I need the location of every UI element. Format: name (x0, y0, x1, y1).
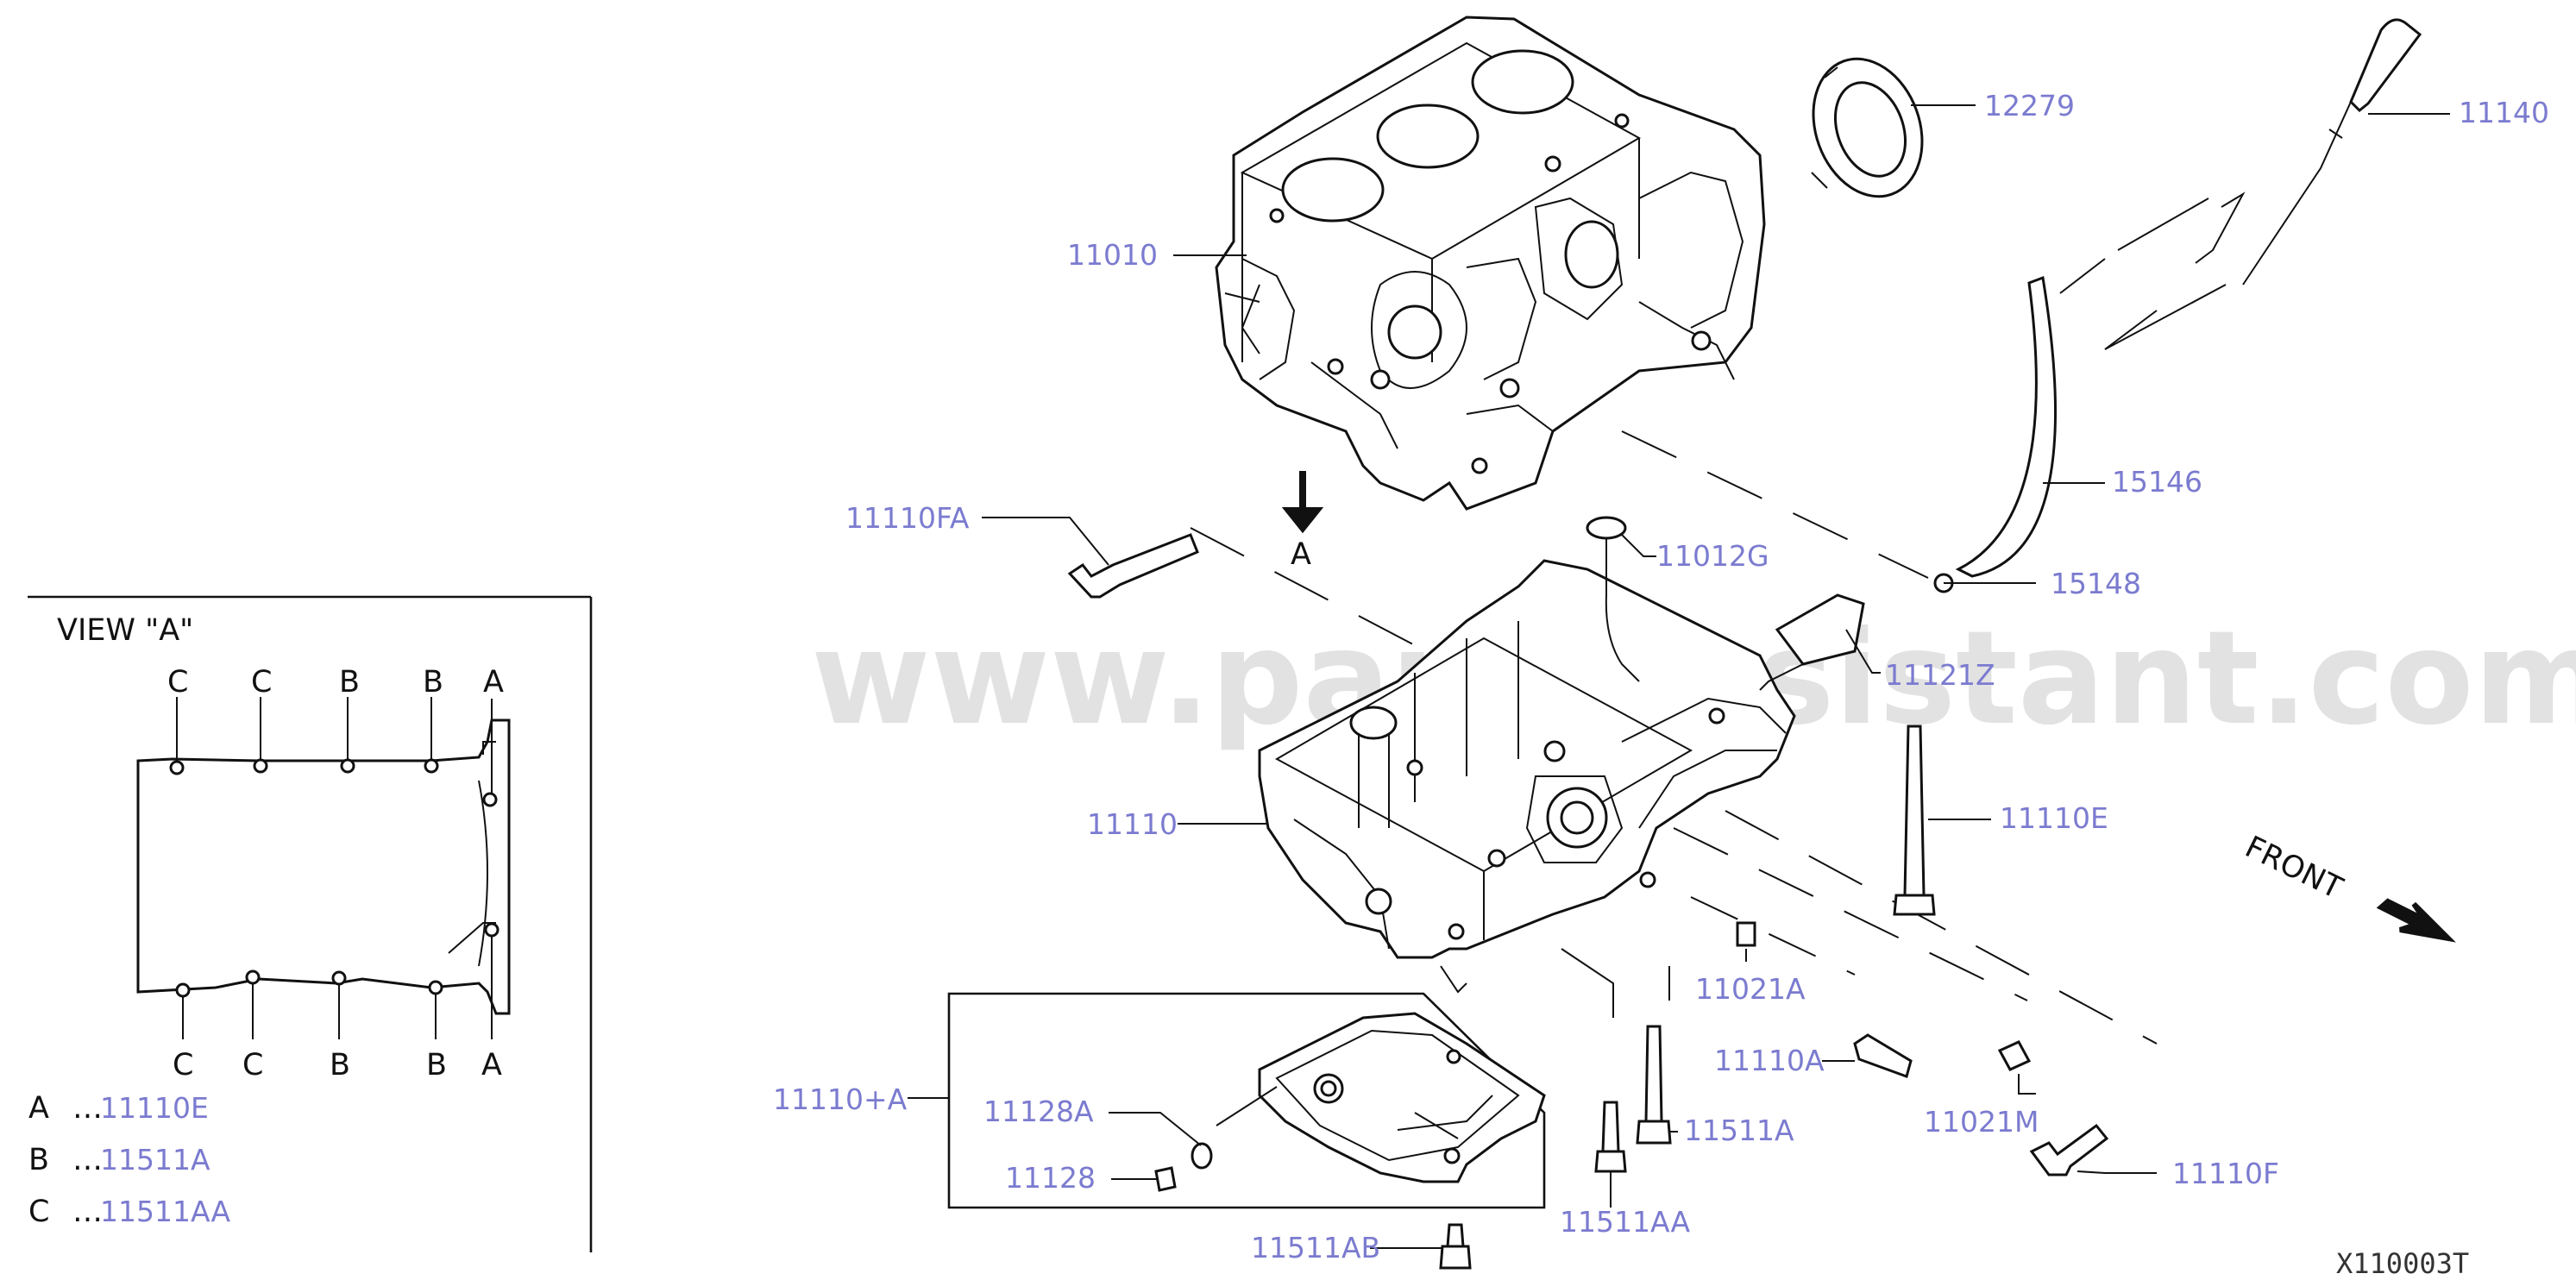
bolt-hole (245, 969, 261, 985)
bottom-leaders (182, 936, 493, 1039)
front-indicator: FRONT (2240, 830, 2456, 943)
callout-11110-plus-a: 11110+A (773, 1082, 908, 1116)
bolt-hole (331, 970, 347, 986)
oil-pan-kit-box (947, 992, 1546, 1209)
assembly-guide-lines (1190, 430, 2158, 1045)
leader-lines (908, 104, 2450, 1249)
legend-part-b: 11511A (100, 1143, 210, 1176)
front-label: FRONT (2240, 830, 2348, 907)
bolt-illustrations (1067, 533, 2109, 1270)
underside-inner-right (478, 780, 488, 967)
legend-key-a: A (28, 1091, 49, 1126)
callout-11511aa: 11511AA (1560, 1205, 1690, 1239)
callout-11012g: 11012G (1656, 539, 1769, 573)
view-title: VIEW "A" (57, 613, 193, 648)
top-letter-3: B (339, 665, 360, 700)
top-letter-5: A (483, 665, 504, 700)
top-letter-2: C (251, 665, 272, 700)
bolt-hole (169, 760, 185, 775)
front-arrow-icon (2376, 898, 2456, 943)
view-arrow-letter: A (1291, 537, 1311, 572)
callout-15146: 15146 (2112, 465, 2202, 499)
legend-sep-b: … (72, 1143, 103, 1177)
legend-key-c: C (28, 1195, 49, 1229)
callout-11021a: 11021A (1695, 972, 1806, 1006)
callout-11128a: 11128A (983, 1095, 1094, 1128)
callout-11511a: 11511A (1684, 1114, 1794, 1147)
callout-11110fa: 11110FA (845, 501, 970, 535)
callout-11110: 11110 (1087, 807, 1178, 841)
bolt-hole (424, 758, 439, 774)
top-letter-4: B (423, 665, 443, 700)
callout-11010: 11010 (1067, 238, 1158, 272)
callout-11511ab: 11511AB (1251, 1231, 1380, 1264)
callout-11121z: 11121Z (1885, 658, 1995, 692)
bottom-letter-3: B (330, 1048, 350, 1082)
callout-11128: 11128 (1005, 1161, 1096, 1195)
bolt-hole (428, 980, 443, 995)
legend-key-b: B (28, 1143, 49, 1177)
dipstick-illustration (1933, 18, 2422, 593)
legend-part-a: 11110E (100, 1091, 209, 1125)
bolt-hole (484, 922, 499, 938)
bolt-hole (175, 982, 191, 998)
bottom-letter-1: C (173, 1048, 193, 1082)
callout-labels: 12279 11140 11010 15146 15148 11110FA 11… (773, 89, 2549, 1264)
callout-11021m: 11021M (1924, 1105, 2039, 1139)
legend-sep-a: … (72, 1091, 103, 1126)
callout-11110a: 11110A (1714, 1044, 1825, 1077)
bolt-hole (340, 758, 355, 774)
bottom-letter-2: C (242, 1048, 263, 1082)
diagram-code: X110003T (2336, 1247, 2469, 1280)
top-letter-1: C (167, 665, 188, 700)
oil-seal-illustration (1811, 57, 1924, 198)
top-leaders (176, 697, 493, 794)
view-direction-arrow: A (1281, 471, 1324, 572)
lower-block-illustration (1258, 516, 1865, 994)
legend-part-c: 11511AA (100, 1195, 230, 1228)
bolt-hole (253, 758, 268, 774)
bottom-letter-5: A (481, 1048, 502, 1082)
lower-block-underside-outline (136, 718, 511, 1015)
callout-15148: 15148 (2051, 567, 2141, 600)
callout-11110f: 11110F (2172, 1157, 2279, 1190)
view-a-panel: VIEW "A" C C B B A C C B (28, 595, 593, 1252)
callout-11140: 11140 (2459, 96, 2549, 129)
callout-12279: 12279 (1984, 89, 2075, 122)
legend-sep-c: … (72, 1195, 103, 1229)
callout-11110e: 11110E (2000, 801, 2108, 835)
bottom-letter-4: B (426, 1048, 447, 1082)
cylinder-block-illustration (1215, 16, 1766, 511)
bolt-hole (482, 792, 498, 807)
